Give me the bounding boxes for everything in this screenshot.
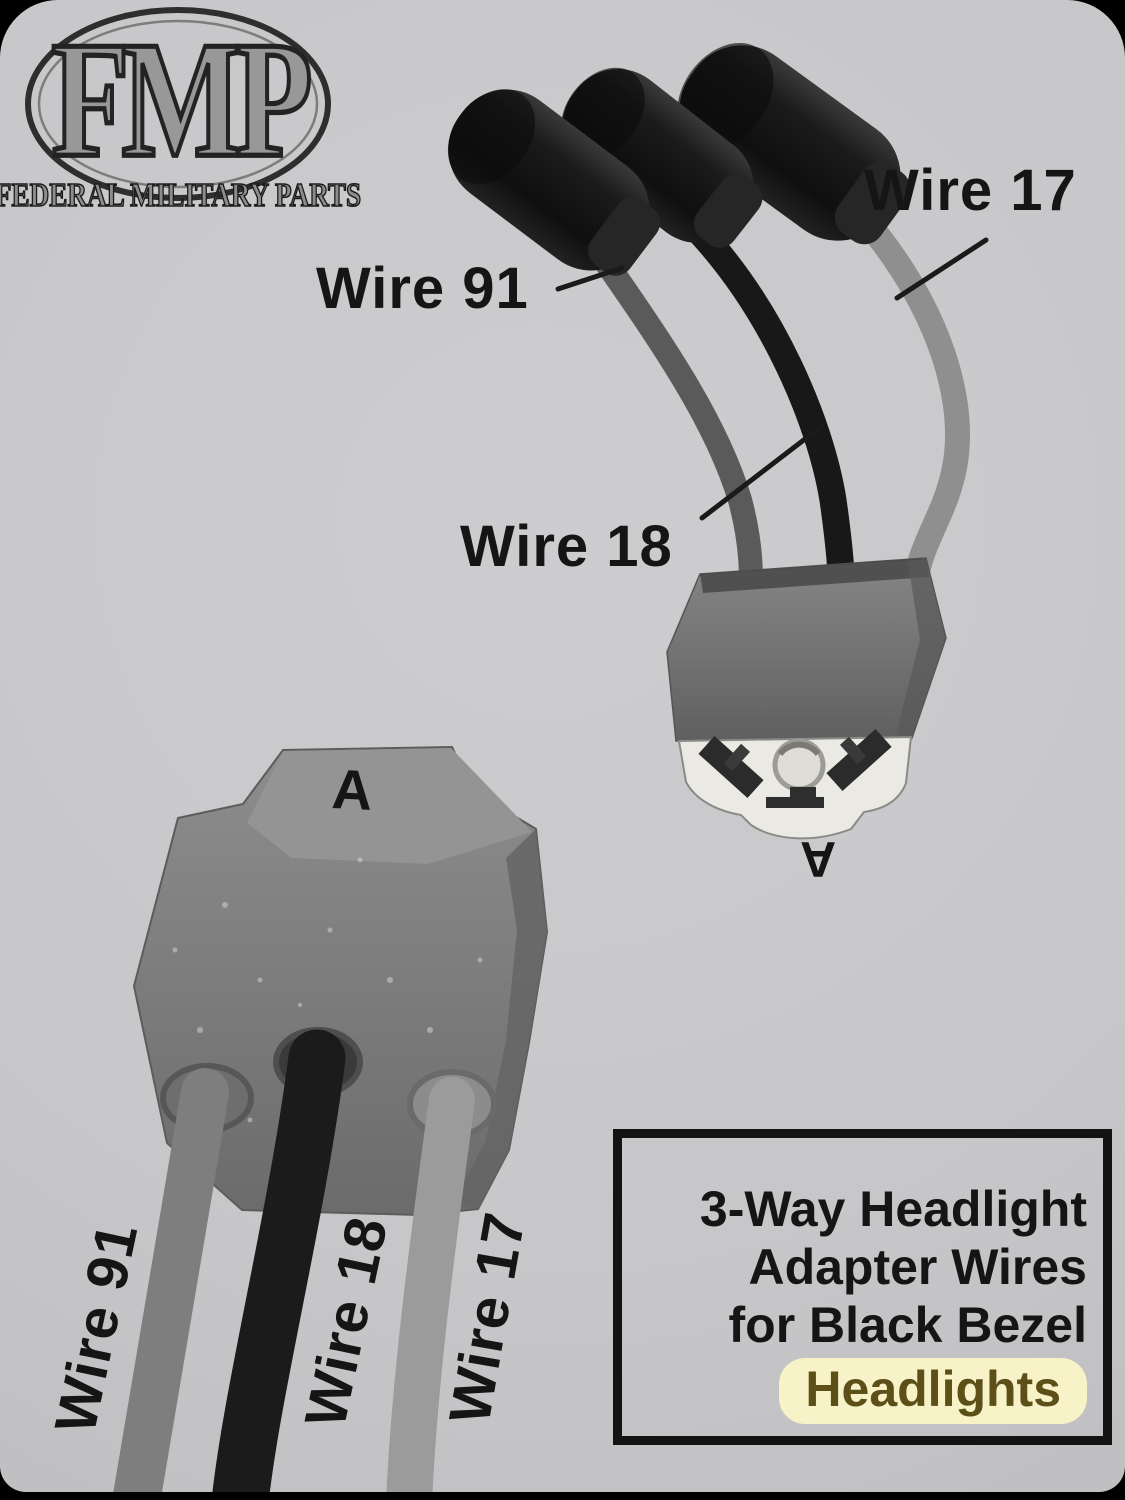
terminal-slot-left — [698, 736, 764, 798]
wire-17-upper — [839, 192, 970, 615]
leader-lines — [555, 237, 989, 521]
bullet-terminals — [447, 42, 911, 276]
leader-wire-91 — [555, 265, 625, 292]
info-line-2: Adapter Wires — [748, 1239, 1087, 1295]
fmp-logo: FMP FEDERAL MILITARY PARTS — [0, 4, 362, 224]
upper-connector — [666, 557, 947, 840]
terminal-slot-right — [826, 729, 892, 791]
product-info-box: 3-Way Headlight Adapter Wires for Black … — [613, 1129, 1112, 1445]
wire-18-lower — [212, 1029, 346, 1492]
label-wire-17-top: Wire 17 — [864, 158, 1077, 223]
info-line-3: for Black Bezel — [728, 1297, 1087, 1353]
wire-17-lower — [386, 1077, 475, 1492]
logo-oval — [25, 7, 331, 201]
wire-91-lower — [113, 1068, 229, 1492]
logo-monogram: FMP — [49, 4, 314, 194]
logo-caption: FEDERAL MILITARY PARTS — [0, 176, 362, 215]
info-line-1: 3-Way Headlight — [699, 1181, 1087, 1237]
leader-wire-17 — [894, 237, 989, 301]
leader-wire-18 — [699, 423, 825, 521]
info-highlight: Headlights — [779, 1358, 1087, 1424]
surface-speckles — [172, 857, 483, 1163]
label-wire-18: Wire 18 — [460, 514, 673, 579]
bullet-terminal-left — [447, 89, 661, 276]
lower-wires — [113, 1029, 475, 1492]
label-wire-91-top: Wire 91 — [316, 256, 529, 321]
mark-a-lower-connector: A — [330, 756, 376, 823]
mark-a-upper-connector: A — [799, 831, 837, 887]
